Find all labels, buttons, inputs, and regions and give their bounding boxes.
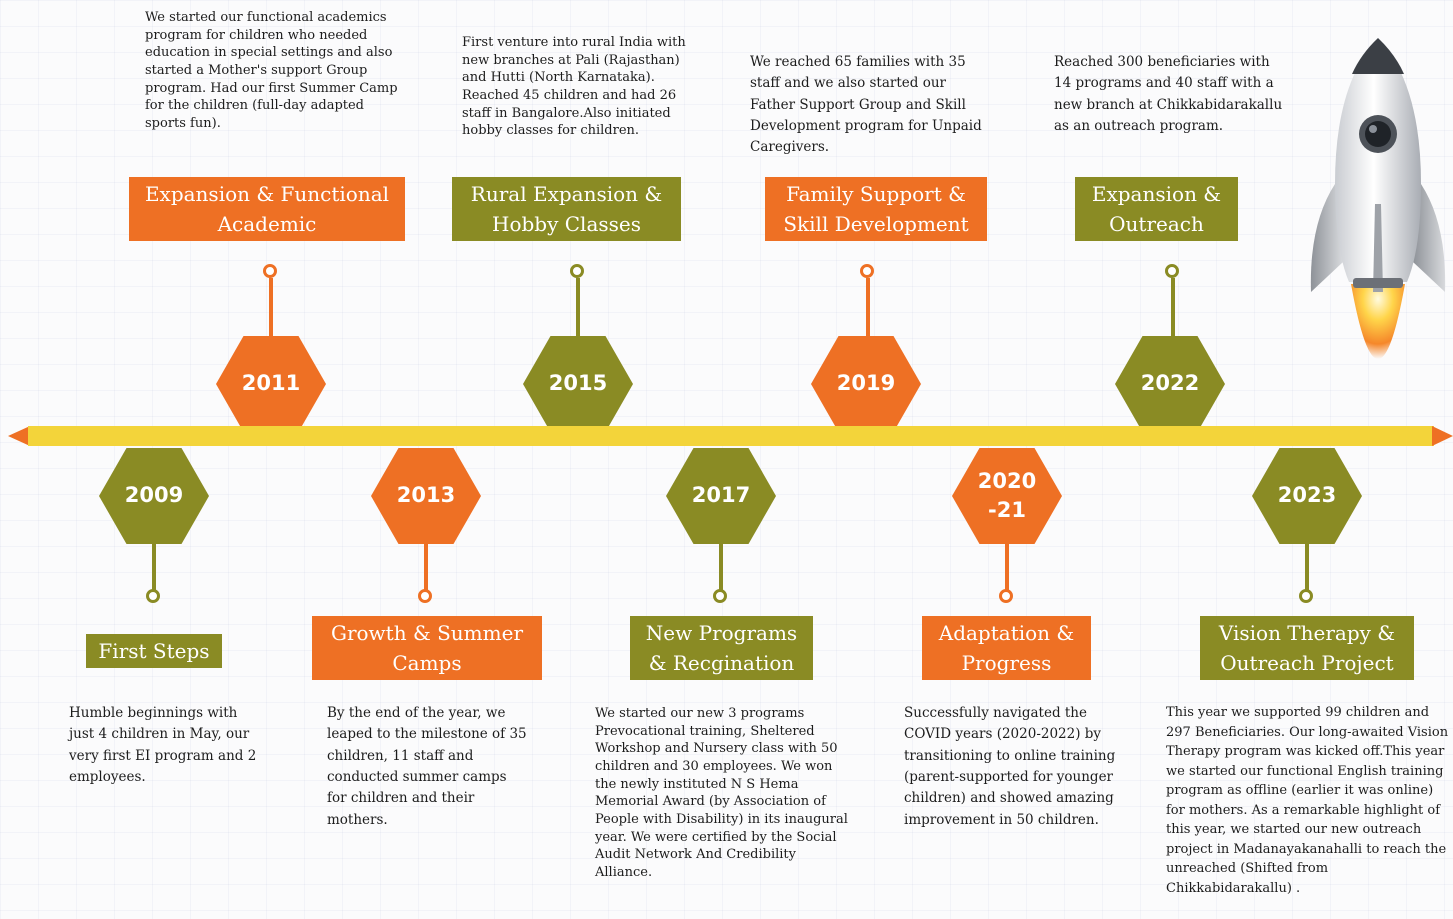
description-2020-21: Successfully navigated the COVID years (… [904, 705, 1116, 828]
timeline-left-tip [8, 426, 30, 446]
label-2020-21: Adaptation & Progress [922, 616, 1091, 680]
timeline-right-tip [1432, 426, 1453, 446]
connector-line-2011 [269, 278, 273, 336]
label-2011: Expansion & Functional Academic [129, 177, 405, 241]
connector-dot-2011 [263, 264, 277, 278]
description-2015: First venture into rural India with new … [462, 35, 686, 139]
connector-dot-2022 [1165, 264, 1179, 278]
connector-dot-2019 [860, 264, 874, 278]
label-2013: Growth & Summer Camps [312, 616, 542, 680]
label-2017: New Programs & Recgination [630, 616, 813, 680]
connector-dot-2017 [713, 589, 727, 603]
label-2015: Rural Expansion & Hobby Classes [452, 177, 681, 241]
rocket-icon [1310, 38, 1446, 359]
connector-dot-2020-21 [999, 589, 1013, 603]
connector-dot-2023 [1299, 589, 1313, 603]
description-2022: Reached 300 beneficiaries with 14 progra… [1054, 54, 1283, 134]
description-2009: Humble beginnings with just 4 children i… [69, 705, 257, 785]
year-hexagon-2023: 2023 [1252, 448, 1362, 544]
label-2009: First Steps [86, 634, 222, 668]
year-hexagon-2022: 2022 [1115, 336, 1225, 432]
description-2017: We started our new 3 programs Prevocatio… [595, 706, 848, 881]
timeline-bar [28, 426, 1434, 446]
connector-line-2019 [866, 278, 870, 336]
connector-line-2017 [719, 544, 723, 590]
description-2011: We started our functional academics prog… [145, 10, 398, 132]
label-2023: Vision Therapy & Outreach Project [1200, 616, 1414, 680]
connector-dot-2013 [418, 589, 432, 603]
connector-dot-2015 [570, 264, 584, 278]
label-2022: Expansion & Outreach [1075, 177, 1238, 241]
description-2023: This year we supported 99 children and 2… [1166, 705, 1449, 896]
connector-line-2022 [1171, 278, 1175, 336]
connector-line-2020-21 [1005, 544, 1009, 590]
connector-line-2009 [152, 544, 156, 590]
year-hexagon-2013: 2013 [371, 448, 481, 544]
connector-line-2023 [1305, 544, 1309, 590]
description-2019: We reached 65 families with 35 staff and… [750, 54, 982, 156]
description-2013: By the end of the year, we leaped to the… [327, 705, 527, 828]
connector-line-2015 [576, 278, 580, 336]
label-2019: Family Support & Skill Development [765, 177, 987, 241]
connector-dot-2009 [146, 589, 160, 603]
connector-line-2013 [424, 544, 428, 590]
